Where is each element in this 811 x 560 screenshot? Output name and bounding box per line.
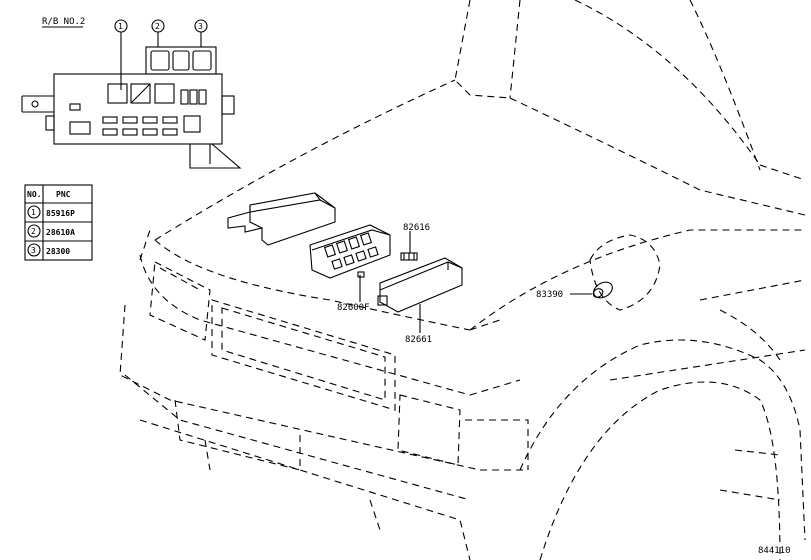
svg-text:28610A: 28610A <box>46 228 75 237</box>
svg-text:3: 3 <box>198 22 203 31</box>
svg-text:1: 1 <box>31 208 36 217</box>
part-labels: 82616 82600F 82661 83390 <box>337 223 592 345</box>
table-header-pnc: PNC <box>56 190 71 199</box>
callout-2: 2 <box>151 19 165 47</box>
figure-number: 844110 <box>758 546 791 556</box>
fuse-block-component <box>309 224 391 279</box>
table-header-no: NO. <box>27 190 41 199</box>
label-82661: 82661 <box>405 335 432 345</box>
label-82600f: 82600F <box>337 303 370 313</box>
block-cover-component <box>377 257 463 313</box>
relay-block-detail: R/B NO.2 1 2 3 <box>21 17 242 169</box>
callout-1: 1 <box>114 19 128 90</box>
svg-text:1: 1 <box>118 22 123 31</box>
svg-text:85916P: 85916P <box>46 209 75 218</box>
callout-3: 3 <box>194 19 208 47</box>
svg-text:2: 2 <box>155 22 160 31</box>
relay-block-component <box>227 192 336 246</box>
rb-label: R/B NO.2 <box>42 17 85 27</box>
pnc-table: NO. PNC 1 85916P 2 28610A 3 28300 <box>24 184 93 261</box>
label-83390: 83390 <box>536 290 563 300</box>
label-82616: 82616 <box>403 223 430 233</box>
table-row: 3 28300 <box>27 243 70 257</box>
side-marker-lamp-component <box>592 281 613 299</box>
table-row: 2 28610A <box>27 224 75 238</box>
table-row: 1 85916P <box>27 205 75 219</box>
svg-text:3: 3 <box>31 246 36 255</box>
svg-text:28300: 28300 <box>46 247 70 256</box>
vehicle-outline <box>119 0 806 560</box>
svg-text:2: 2 <box>31 227 36 236</box>
small-relay-component <box>400 252 418 261</box>
